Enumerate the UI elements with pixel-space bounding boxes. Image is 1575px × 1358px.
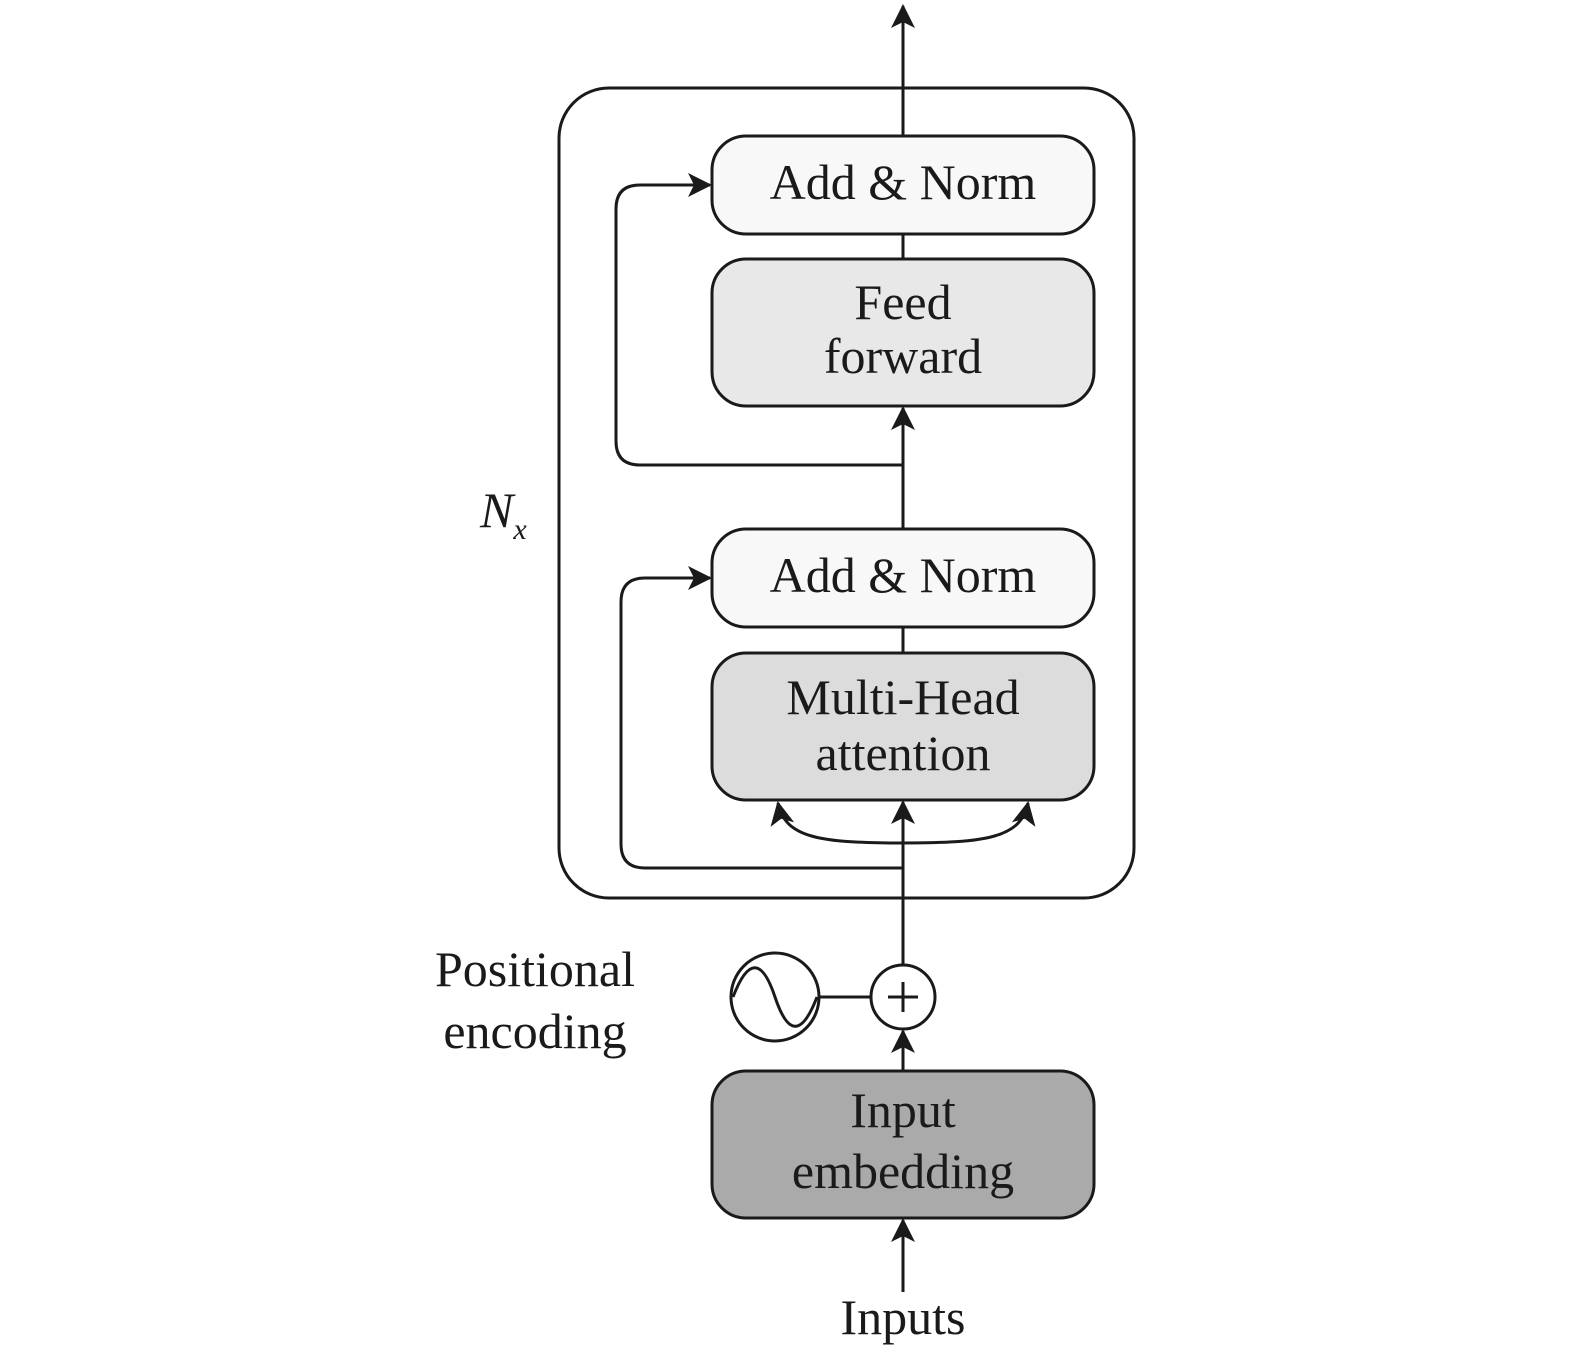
feed-forward-label-line2: forward [824, 328, 982, 384]
multi-head-label-line2: attention [816, 725, 991, 781]
sine-wave-icon [729, 951, 821, 1043]
add-norm-bottom-label: Add & Norm [770, 547, 1037, 603]
feed-forward-label-line1: Feed [854, 274, 951, 330]
adder-icon [869, 963, 937, 1031]
residual-connection-bottom [619, 566, 903, 870]
input-embedding-label-line1: Input [850, 1082, 956, 1138]
multi-head-label-line1: Multi-Head [786, 669, 1019, 725]
add-norm-top-label: Add & Norm [770, 154, 1037, 210]
encoder-layer-container [557, 86, 1136, 900]
positional-encoding-label-line1: Positional [435, 941, 635, 997]
repeat-count-subscript: x [512, 513, 527, 546]
attention-branch-left [770, 801, 904, 845]
attention-branch-right [902, 801, 1036, 845]
input-embedding-label-line2: embedding [792, 1143, 1014, 1199]
inputs-label: Inputs [841, 1289, 966, 1345]
repeat-count-label: Nx [479, 482, 527, 546]
residual-connection-top [614, 173, 903, 467]
positional-encoding-label-line2: encoding [443, 1003, 626, 1059]
